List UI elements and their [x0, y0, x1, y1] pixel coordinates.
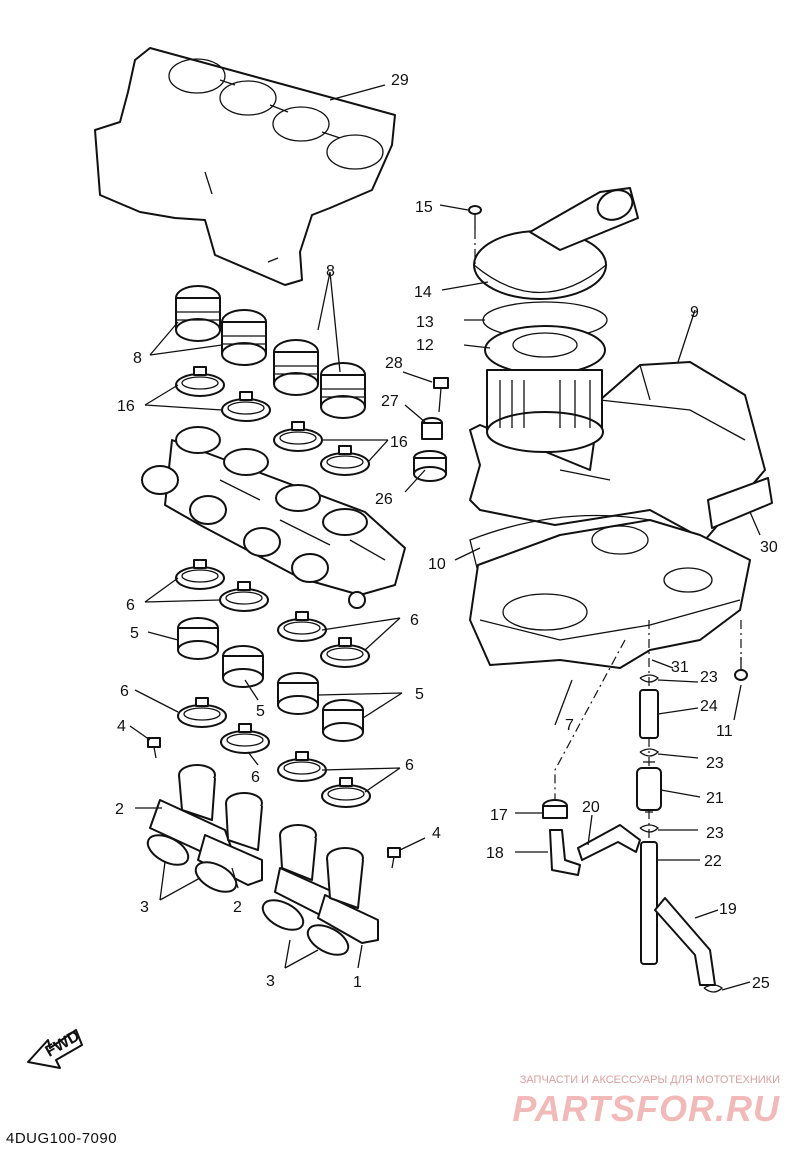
- callout-13: 13: [416, 314, 434, 331]
- callout-4: 4: [117, 718, 126, 735]
- callout-2: 2: [233, 899, 242, 916]
- callout-2: 2: [115, 801, 124, 818]
- callout-6: 6: [251, 769, 260, 786]
- callout-17: 17: [490, 807, 508, 824]
- callout-14: 14: [414, 284, 432, 301]
- part-4-screws: [147, 737, 401, 869]
- part-25-clip: [703, 984, 723, 993]
- part-19-hose: [654, 897, 716, 986]
- diagram-code: 4DUG100-7090: [6, 1130, 118, 1147]
- part-15-screw: [468, 205, 482, 230]
- callout-23: 23: [700, 669, 718, 686]
- assembly-lines: [474, 230, 742, 842]
- callout-6: 6: [126, 597, 135, 614]
- part-3-gaskets: [146, 834, 350, 956]
- part-24-hose: [639, 689, 659, 739]
- callout-29: 29: [391, 72, 409, 89]
- part-22-hose: [640, 841, 658, 965]
- callout-19: 19: [719, 901, 737, 918]
- part-26-grommet: [413, 450, 447, 482]
- part-23-clips: [639, 674, 659, 833]
- callout-23: 23: [706, 755, 724, 772]
- callout-6: 6: [410, 612, 419, 629]
- callout-11: 11: [716, 723, 733, 740]
- callout-30: 30: [760, 539, 778, 556]
- callout-5: 5: [256, 703, 265, 720]
- part-16-clamps: [175, 366, 370, 476]
- callout-5: 5: [130, 625, 139, 642]
- callout-23: 23: [706, 825, 724, 842]
- watermark-subtitle: ЗАПЧАСТИ И АКСЕССУАРЫ ДЛЯ МОТОТЕХНИКИ: [519, 1074, 780, 1086]
- watermark-brand: PARTSFOR.RU: [512, 1088, 780, 1129]
- part-28-bolt: [433, 377, 449, 413]
- leader-lines: [129, 84, 761, 991]
- callout-labels: 1 2 2 3 3 4 4 5 5 5 6 6 6 6 6 7 8 8 9 10…: [115, 72, 778, 992]
- part-1-manifolds: [274, 824, 379, 944]
- callout-21: 21: [706, 790, 724, 807]
- callout-16: 16: [117, 398, 135, 415]
- part-30-insert: [707, 477, 773, 529]
- callout-26: 26: [375, 491, 393, 508]
- callout-24: 24: [700, 698, 718, 715]
- part-29-heat-shield: [94, 47, 396, 286]
- callout-10: 10: [428, 556, 446, 573]
- callout-25: 25: [752, 975, 770, 992]
- callout-31: 31: [671, 659, 689, 676]
- part-8-intake-boots: [175, 285, 366, 419]
- callout-6: 6: [120, 683, 129, 700]
- part-9-air-case-upper: [469, 361, 766, 541]
- callout-3: 3: [266, 973, 275, 990]
- part-5-joints: [177, 617, 364, 742]
- part-12-filter: [484, 325, 606, 453]
- part-20-hose: [577, 824, 641, 861]
- part-6-clamps: [175, 559, 371, 808]
- part-2-manifolds: [149, 764, 263, 886]
- part-14-cover: [473, 187, 639, 300]
- callout-12: 12: [416, 337, 434, 354]
- part-21-filter: [636, 761, 662, 813]
- part-18-pipe: [549, 829, 581, 876]
- callout-20: 20: [582, 799, 600, 816]
- callout-6: 6: [405, 757, 414, 774]
- carburetor-assembly: [141, 426, 406, 609]
- callout-16: 16: [390, 434, 408, 451]
- callout-4: 4: [432, 825, 441, 842]
- callout-5: 5: [415, 686, 424, 703]
- part-17-cap: [542, 799, 568, 819]
- callout-1: 1: [353, 974, 362, 991]
- callout-8: 8: [133, 350, 142, 367]
- callout-7: 7: [565, 717, 574, 734]
- callout-3: 3: [140, 899, 149, 916]
- fwd-arrow: FWD: [27, 1028, 83, 1069]
- part-27-collar: [421, 417, 443, 440]
- callout-8: 8: [326, 263, 335, 280]
- callout-18: 18: [486, 845, 504, 862]
- callout-15: 15: [415, 199, 433, 216]
- callout-9: 9: [690, 304, 699, 321]
- part-11-screw: [734, 657, 748, 681]
- callout-22: 22: [704, 853, 722, 870]
- callout-27: 27: [381, 393, 399, 410]
- callout-28: 28: [385, 355, 403, 372]
- part-7-air-case-lower: [469, 519, 751, 669]
